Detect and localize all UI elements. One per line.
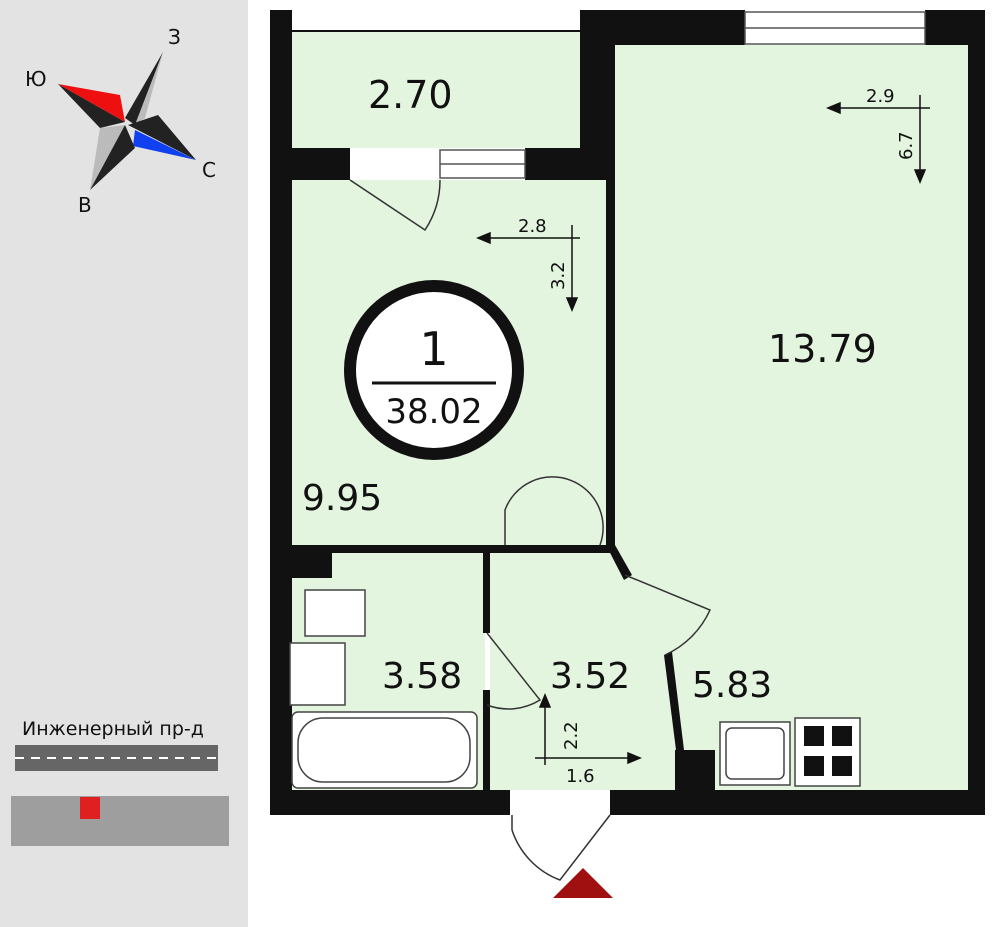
corridor-area <box>490 552 670 790</box>
toilet-icon <box>304 589 366 637</box>
balcony-area-label: 2.70 <box>368 73 453 117</box>
hall-width-dim: 2.8 <box>518 216 547 237</box>
apartment-location-marker <box>80 797 100 819</box>
sink-icon <box>289 642 346 706</box>
living-area <box>615 45 970 790</box>
compass-east-label: В <box>78 193 92 217</box>
total-area: 38.02 <box>385 392 482 432</box>
dimension-arrows <box>476 95 930 765</box>
living-height-dim: 6.7 <box>896 131 917 160</box>
hall-height-dim: 3.2 <box>548 261 569 290</box>
building-outline <box>11 796 229 846</box>
corridor-height-dim: 2.2 <box>561 721 582 750</box>
balcony-area <box>292 30 582 148</box>
doors <box>349 179 712 881</box>
hall-area-label: 9.95 <box>302 478 382 519</box>
living-area-label: 13.79 <box>768 327 877 371</box>
compass-north-label: С <box>202 158 216 182</box>
corridor-area-label: 3.52 <box>550 656 630 697</box>
entrance-arrow-icon <box>553 868 613 898</box>
corridor-width-dim: 1.6 <box>566 766 595 787</box>
room-count: 1 <box>419 322 448 376</box>
bathroom-area-label: 3.58 <box>382 656 462 697</box>
apartment-badge <box>344 280 524 460</box>
compass-south-label: Ю <box>25 67 47 91</box>
walls <box>270 10 985 815</box>
plumbing-fixtures <box>289 589 861 789</box>
compass-west-label: З <box>168 25 181 49</box>
street-label: Инженерный пр-д <box>22 718 204 740</box>
window <box>439 11 926 179</box>
living-width-dim: 2.9 <box>866 86 895 107</box>
compass-rose-icon <box>58 52 196 190</box>
kitchen-area-label: 5.83 <box>692 665 772 706</box>
